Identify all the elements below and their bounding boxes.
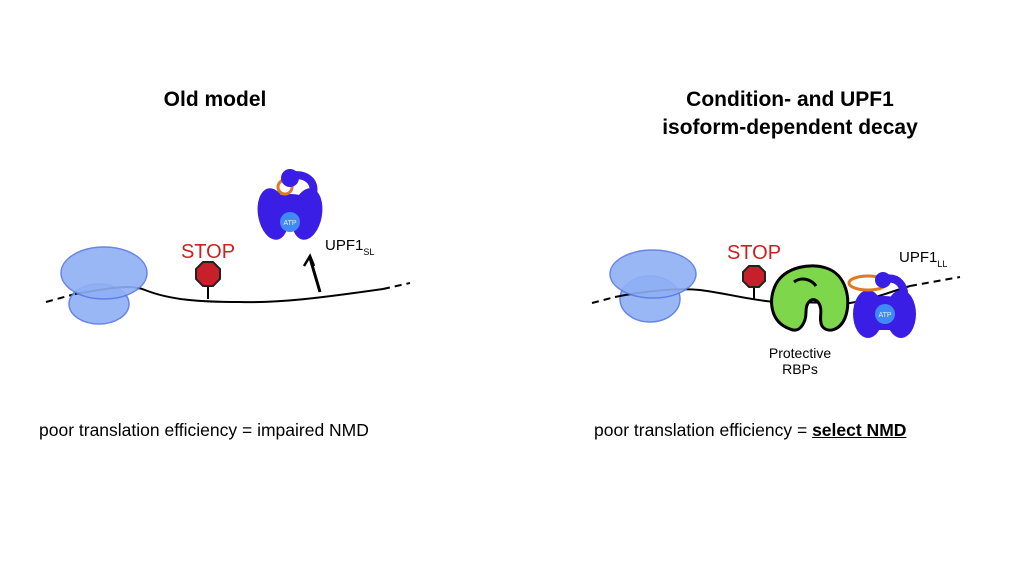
atp-label: ATP	[878, 312, 891, 319]
upf1-sl-protein: ATP	[257, 169, 323, 240]
rbp-label-line2: RBPs	[782, 361, 818, 377]
ribosome-large-subunit	[60, 246, 148, 300]
new-model-title-line2: isoform-dependent decay	[662, 116, 918, 139]
stop-sign-icon	[195, 261, 221, 287]
new-model-diagram: STOP Protective RBPs ATP UPF1LL	[591, 242, 961, 377]
binding-arrow-icon	[302, 253, 322, 293]
upf1-ll-label: UPF1LL	[899, 249, 947, 269]
atp-label: ATP	[283, 220, 296, 227]
mrna-dashed-right	[382, 282, 411, 290]
upf1-ll-protein: ATP	[847, 272, 916, 338]
new-model-caption-prefix: poor translation efficiency =	[594, 420, 813, 440]
stop-label: STOP	[727, 242, 781, 264]
protective-rbp-icon	[770, 264, 850, 332]
atp-icon	[875, 304, 895, 324]
upf1-sl-label: UPF1SL	[325, 237, 374, 257]
stop-sign-icon	[742, 265, 766, 288]
stop-label: STOP	[181, 241, 235, 263]
new-model-title-line1: Condition- and UPF1	[686, 88, 894, 111]
mrna-dashed-left	[591, 296, 616, 304]
old-model-diagram: STOP ATP UPF1SL	[45, 169, 411, 325]
old-model-title: Old model	[163, 88, 267, 111]
rbp-label-line1: Protective	[769, 345, 831, 361]
new-model-title: Condition- and UPF1 isoform-dependent de…	[610, 86, 970, 142]
ribosome-large-subunit	[609, 249, 697, 299]
mrna-dashed-left	[45, 293, 76, 303]
mrna-dashed-right	[909, 276, 961, 287]
select-nmd-emphasis: select NMD	[812, 420, 907, 440]
atp-icon	[280, 212, 300, 232]
old-model-caption: poor translation efficiency = impaired N…	[39, 420, 369, 440]
new-model-caption: poor translation efficiency = select NMD	[594, 420, 906, 441]
